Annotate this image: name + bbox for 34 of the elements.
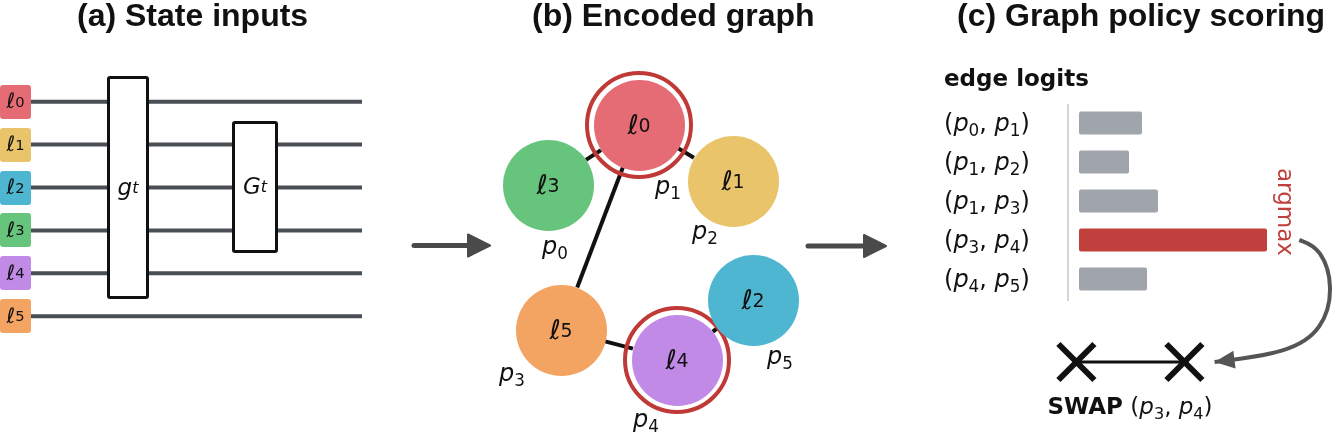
circuit-wire [31, 99, 107, 104]
row-label: (p$_{1}$, p$_{3}$) [944, 187, 1030, 215]
row-label: (p$_{1}$, p$_{2}$) [944, 148, 1030, 176]
circuit-wire [278, 228, 362, 233]
panel-title: (b) Encoded graph [532, 0, 815, 33]
position-label: p$_{0}$ [542, 234, 568, 258]
plot-title: edge logits [944, 65, 1089, 92]
graph-edge [604, 339, 634, 351]
circuit-wire [31, 228, 107, 233]
circuit-wire [31, 271, 107, 276]
position-label: p$_{4}$ [633, 407, 659, 431]
position-label: p$_{1}$ [655, 174, 681, 198]
circuit-wire [31, 314, 362, 319]
graph-edge [584, 148, 603, 162]
graph-edge [575, 166, 625, 289]
gate-label: SWAP (p$_{3}$, p$_{4}$) [1047, 393, 1213, 420]
circuit-wire [278, 185, 362, 190]
circuit-wire [149, 185, 232, 190]
position-label: p$_{5}$ [767, 344, 793, 368]
panel-title: (a) State inputs [77, 0, 309, 33]
row-label: (p$_{3}$, p$_{4}$) [944, 226, 1030, 254]
circuit-wire [149, 99, 362, 104]
circuit-wire [31, 142, 107, 147]
panel-title: (c) Graph policy scoring [957, 0, 1326, 33]
curved-arrow [1214, 238, 1332, 369]
row-label: (p$_{0}$, p$_{1}$) [944, 109, 1030, 137]
circuit-wire [149, 142, 232, 147]
circuit-wire [149, 228, 232, 233]
circuit-wire [278, 142, 362, 147]
graph-edge [677, 146, 695, 160]
circuit-wire [31, 185, 107, 190]
row-label: (p$_{4}$, p$_{5}$) [944, 265, 1030, 293]
annotation-label: argmax [1273, 168, 1299, 256]
circuit-wire [149, 271, 362, 276]
